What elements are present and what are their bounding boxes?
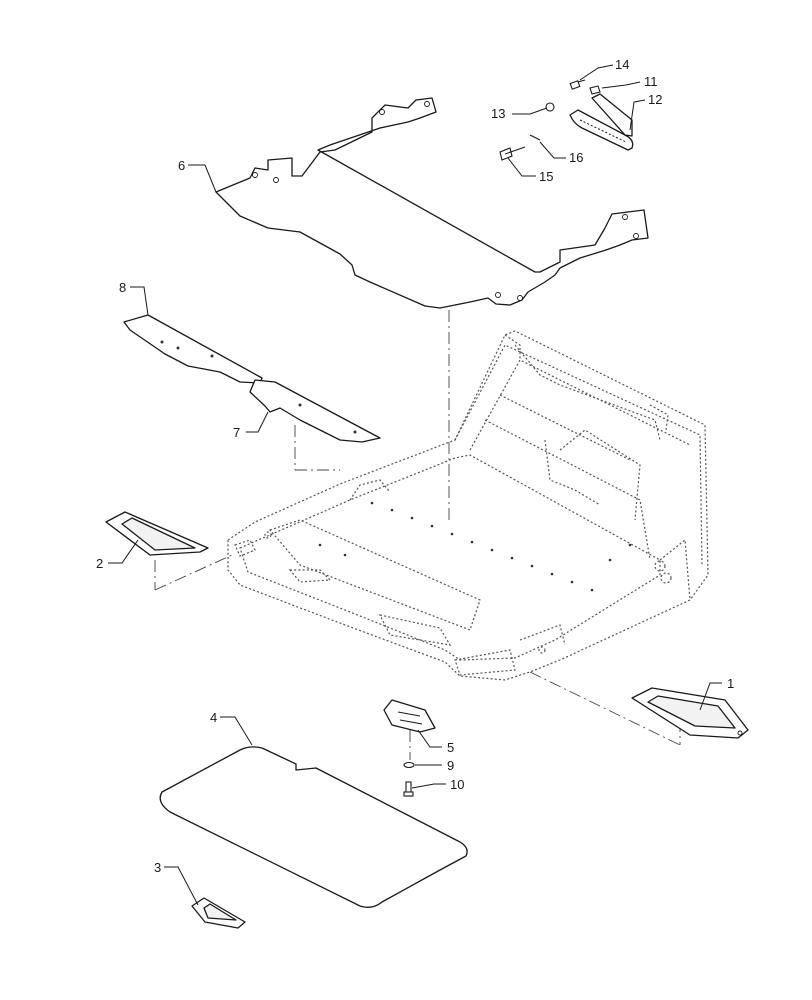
callout-11: 11 xyxy=(644,74,658,89)
part-6-panel[interactable] xyxy=(215,97,649,309)
callout-7: 7 xyxy=(233,425,240,440)
callout-5: 5 xyxy=(447,740,454,755)
part-8-trim-strip[interactable] xyxy=(123,314,263,384)
part-9-washer[interactable] xyxy=(403,761,415,769)
part-15-pin[interactable] xyxy=(499,146,526,161)
part-1-vent[interactable] xyxy=(631,687,749,739)
callout-8: 8 xyxy=(119,280,126,295)
cab-frame xyxy=(227,330,709,681)
callout-15: 15 xyxy=(539,169,553,184)
part-16-pin[interactable] xyxy=(529,134,541,141)
callout-6: 6 xyxy=(178,158,185,173)
part-10-screw[interactable] xyxy=(403,781,414,797)
callout-13: 13 xyxy=(491,106,505,121)
part-11-clip[interactable] xyxy=(589,85,601,95)
part-12-seal-strip[interactable] xyxy=(569,93,634,151)
callout-2: 2 xyxy=(96,556,103,571)
callout-3: 3 xyxy=(154,860,161,875)
callout-16: 16 xyxy=(569,150,583,165)
part-3-vent[interactable] xyxy=(191,897,246,929)
part-4-floor-mat[interactable] xyxy=(159,746,468,908)
callout-9: 9 xyxy=(447,758,454,773)
callout-labels: 6 8 7 2 1 4 3 5 9 10 14 11 12 13 16 15 xyxy=(96,57,734,875)
callout-10: 10 xyxy=(450,777,464,792)
callout-14: 14 xyxy=(615,57,629,72)
frame-fastener-dots xyxy=(318,501,632,592)
part-14-screw[interactable] xyxy=(569,79,586,90)
callout-1: 1 xyxy=(727,676,734,691)
callout-4: 4 xyxy=(210,710,217,725)
leader-lines xyxy=(108,64,722,906)
part-5-bracket[interactable] xyxy=(383,699,436,733)
part-7-trim-strip[interactable] xyxy=(249,379,381,443)
part-13-nut[interactable] xyxy=(545,102,555,112)
callout-12: 12 xyxy=(648,92,662,107)
part-2-vent[interactable] xyxy=(105,511,209,556)
